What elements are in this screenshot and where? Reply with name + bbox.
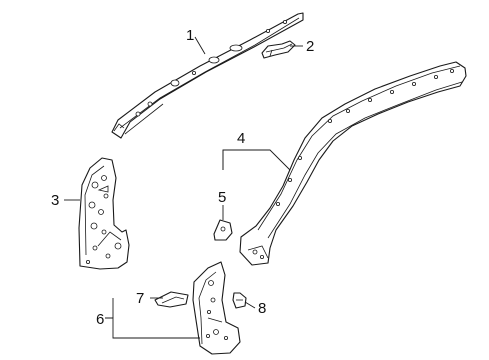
leader-8 bbox=[244, 301, 256, 309]
callout-3: 3 bbox=[51, 192, 59, 209]
callout-4: 4 bbox=[237, 130, 245, 147]
callout-1: 1 bbox=[186, 27, 194, 44]
callout-6: 6 bbox=[96, 311, 104, 328]
part-3-pillar-panel bbox=[78, 157, 130, 270]
callout-7: 7 bbox=[136, 290, 144, 307]
leader-1 bbox=[194, 36, 206, 55]
callout-2: 2 bbox=[306, 38, 314, 55]
part-2-bracket bbox=[261, 40, 296, 59]
callout-8: 8 bbox=[258, 300, 266, 317]
part-6-lower-reinforcement bbox=[192, 261, 241, 355]
leader-4 bbox=[222, 149, 291, 171]
leader-lines bbox=[64, 36, 303, 339]
part-5-plate bbox=[213, 219, 233, 241]
callout-5: 5 bbox=[218, 189, 226, 206]
part-1-roof-rail bbox=[111, 12, 304, 139]
part-4-pillar-rail bbox=[239, 61, 467, 266]
leader-6-bracket bbox=[105, 317, 200, 339]
part-8-bracket bbox=[232, 292, 247, 309]
part-7-clip bbox=[154, 291, 189, 308]
